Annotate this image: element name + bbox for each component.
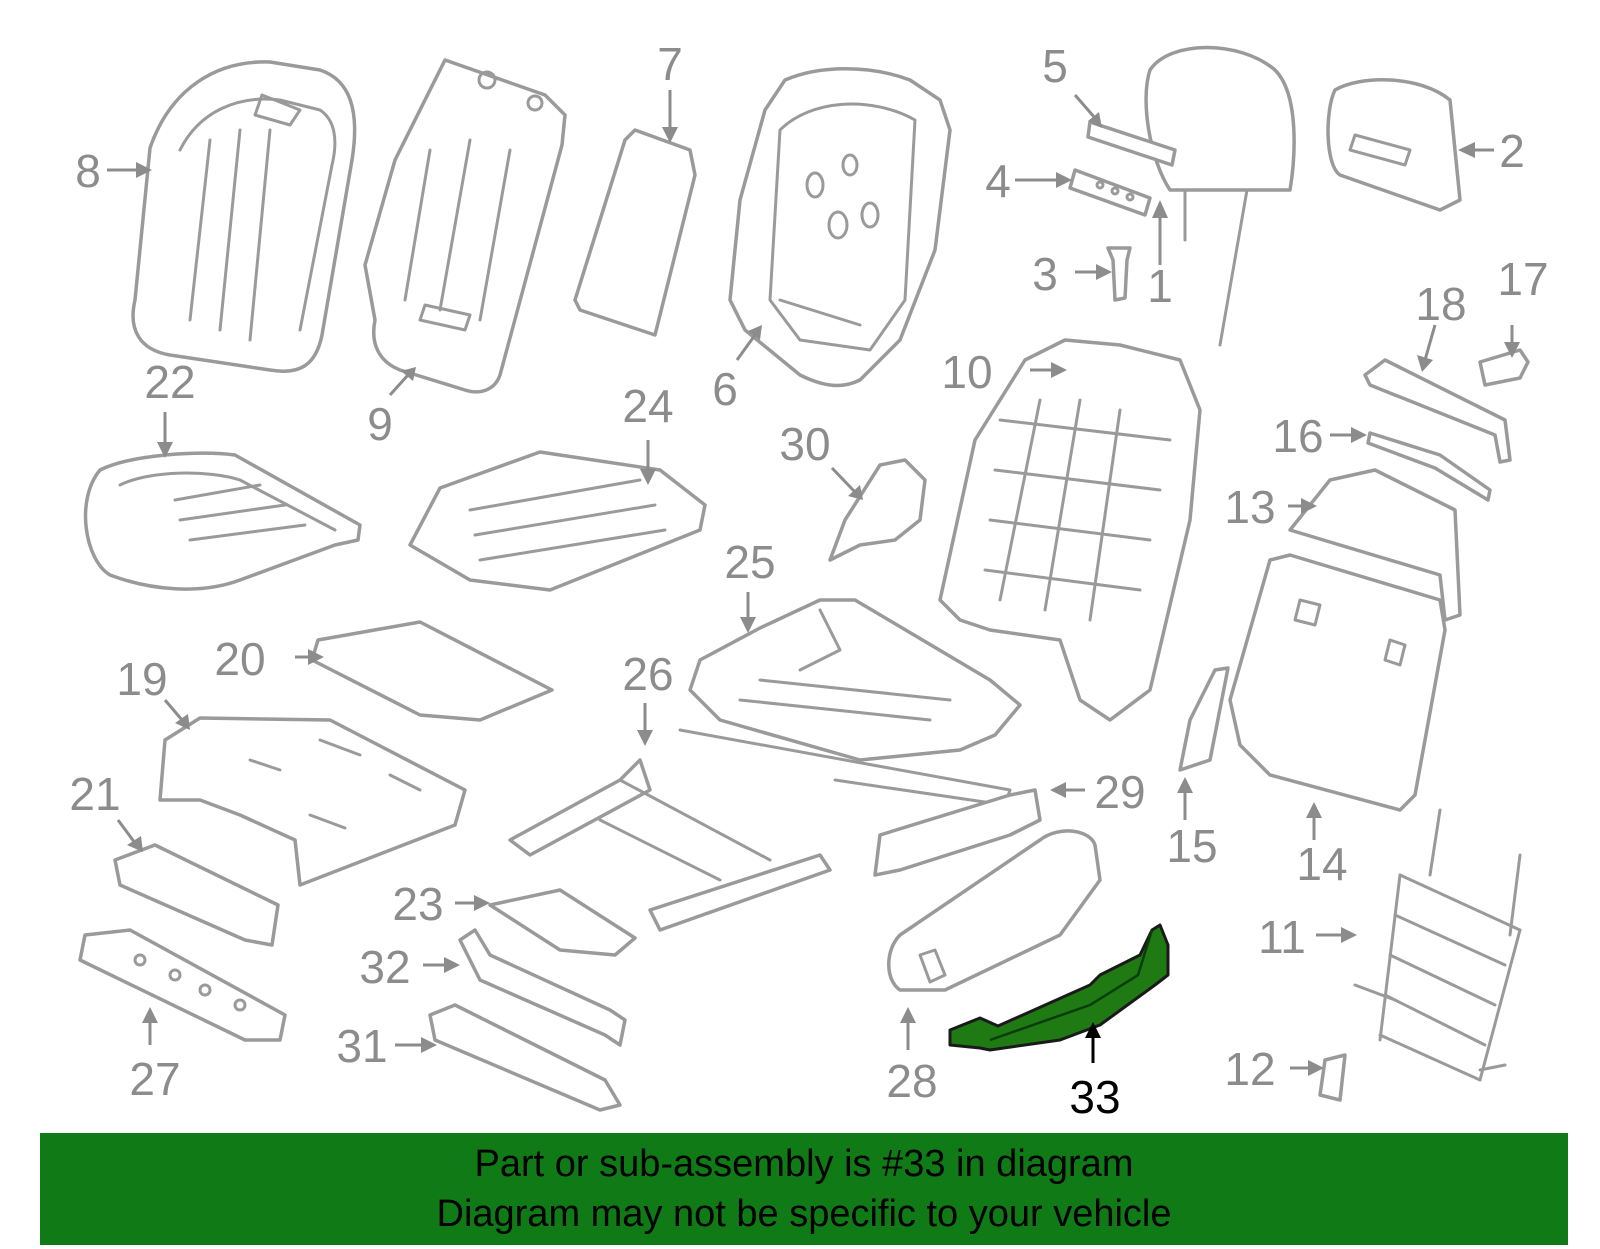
callout-13: 13	[1224, 481, 1275, 533]
callout-31: 31	[336, 1020, 387, 1072]
part-25-seat-frame	[678, 598, 1022, 807]
part-3-guide	[1106, 246, 1132, 302]
callout-1: 1	[1147, 260, 1173, 312]
part-23-pad	[488, 888, 637, 957]
part-6-seatback-shell	[728, 67, 952, 388]
part-5-bracket	[1086, 120, 1177, 167]
callout-10: 10	[941, 346, 992, 398]
part-15-side-cover	[1178, 666, 1230, 772]
callout-17: 17	[1497, 253, 1548, 305]
callout-23: 23	[392, 878, 443, 930]
part-26-seat-rails	[508, 758, 832, 932]
callout-22: 22	[144, 356, 195, 408]
part-33-highlighted	[948, 923, 1170, 1052]
part-8-seatback-cover	[131, 60, 357, 373]
callout-8: 8	[75, 145, 101, 197]
callout-6: 6	[712, 363, 738, 415]
callout-29: 29	[1094, 766, 1145, 818]
callout-32: 32	[359, 941, 410, 993]
part-31-trim	[428, 1003, 622, 1112]
part-4-bracket	[1068, 168, 1152, 217]
callout-25: 25	[724, 536, 775, 588]
callout-4: 4	[985, 155, 1011, 207]
part-10-seatback-frame	[938, 338, 1202, 722]
part-27-plate	[78, 928, 287, 1042]
callout-24: 24	[622, 380, 673, 432]
part-32-trim	[458, 928, 627, 1047]
part-16-strip	[1366, 431, 1492, 502]
callout-5: 5	[1042, 40, 1068, 92]
callout-7: 7	[657, 38, 683, 90]
callout-3: 3	[1032, 248, 1058, 300]
part-2-headrest-trim	[1326, 78, 1462, 212]
callout-28: 28	[886, 1055, 937, 1107]
part-21-foam-block	[113, 843, 280, 947]
callout-9: 9	[367, 398, 393, 450]
banner-line-part-number: Part or sub-assembly is #33 in diagram	[474, 1143, 1134, 1185]
part-30-bracket	[828, 458, 927, 562]
part-19-cushion-base	[158, 716, 467, 887]
leader-lines	[107, 90, 1520, 1076]
part-18-trim-strip	[1363, 358, 1512, 464]
part-11-spring-mat	[1353, 808, 1522, 1082]
banner-line-disclaimer: Diagram may not be specific to your vehi…	[436, 1193, 1172, 1235]
info-banner: Part or sub-assembly is #33 in diagram D…	[40, 1133, 1568, 1245]
part-7-pad	[573, 128, 697, 337]
callout-33: 33	[1069, 1071, 1120, 1123]
part-1-headrest	[1144, 45, 1296, 347]
callout-18: 18	[1415, 278, 1466, 330]
callout-20: 20	[214, 633, 265, 685]
part-13-upper-back-panel	[1288, 468, 1462, 622]
part-14-back-panel	[1228, 553, 1447, 812]
part-20-pad	[310, 620, 554, 722]
callout-15: 15	[1166, 820, 1217, 872]
callout-19: 19	[116, 653, 167, 705]
callout-2: 2	[1499, 125, 1525, 177]
part-28-side-cover	[887, 829, 1102, 992]
part-9-seatback-panel	[363, 58, 567, 394]
callout-labels: 1 2 3 4 5 6 7 8 9 10 11 12 13 14 15 16 1…	[69, 38, 1548, 1123]
part-17-sensor	[1478, 348, 1530, 387]
callout-27: 27	[129, 1053, 180, 1105]
callout-21: 21	[69, 768, 120, 820]
part-29-side-trim	[873, 788, 1042, 877]
part-12-clip	[1318, 1053, 1347, 1102]
callout-14: 14	[1296, 838, 1347, 890]
callout-16: 16	[1272, 410, 1323, 462]
callout-12: 12	[1224, 1043, 1275, 1095]
callout-30: 30	[779, 418, 830, 470]
callout-11: 11	[1258, 911, 1306, 963]
part-24-cushion-pad	[408, 450, 707, 592]
callout-26: 26	[622, 648, 673, 700]
part-22-cushion-cover	[83, 451, 362, 591]
